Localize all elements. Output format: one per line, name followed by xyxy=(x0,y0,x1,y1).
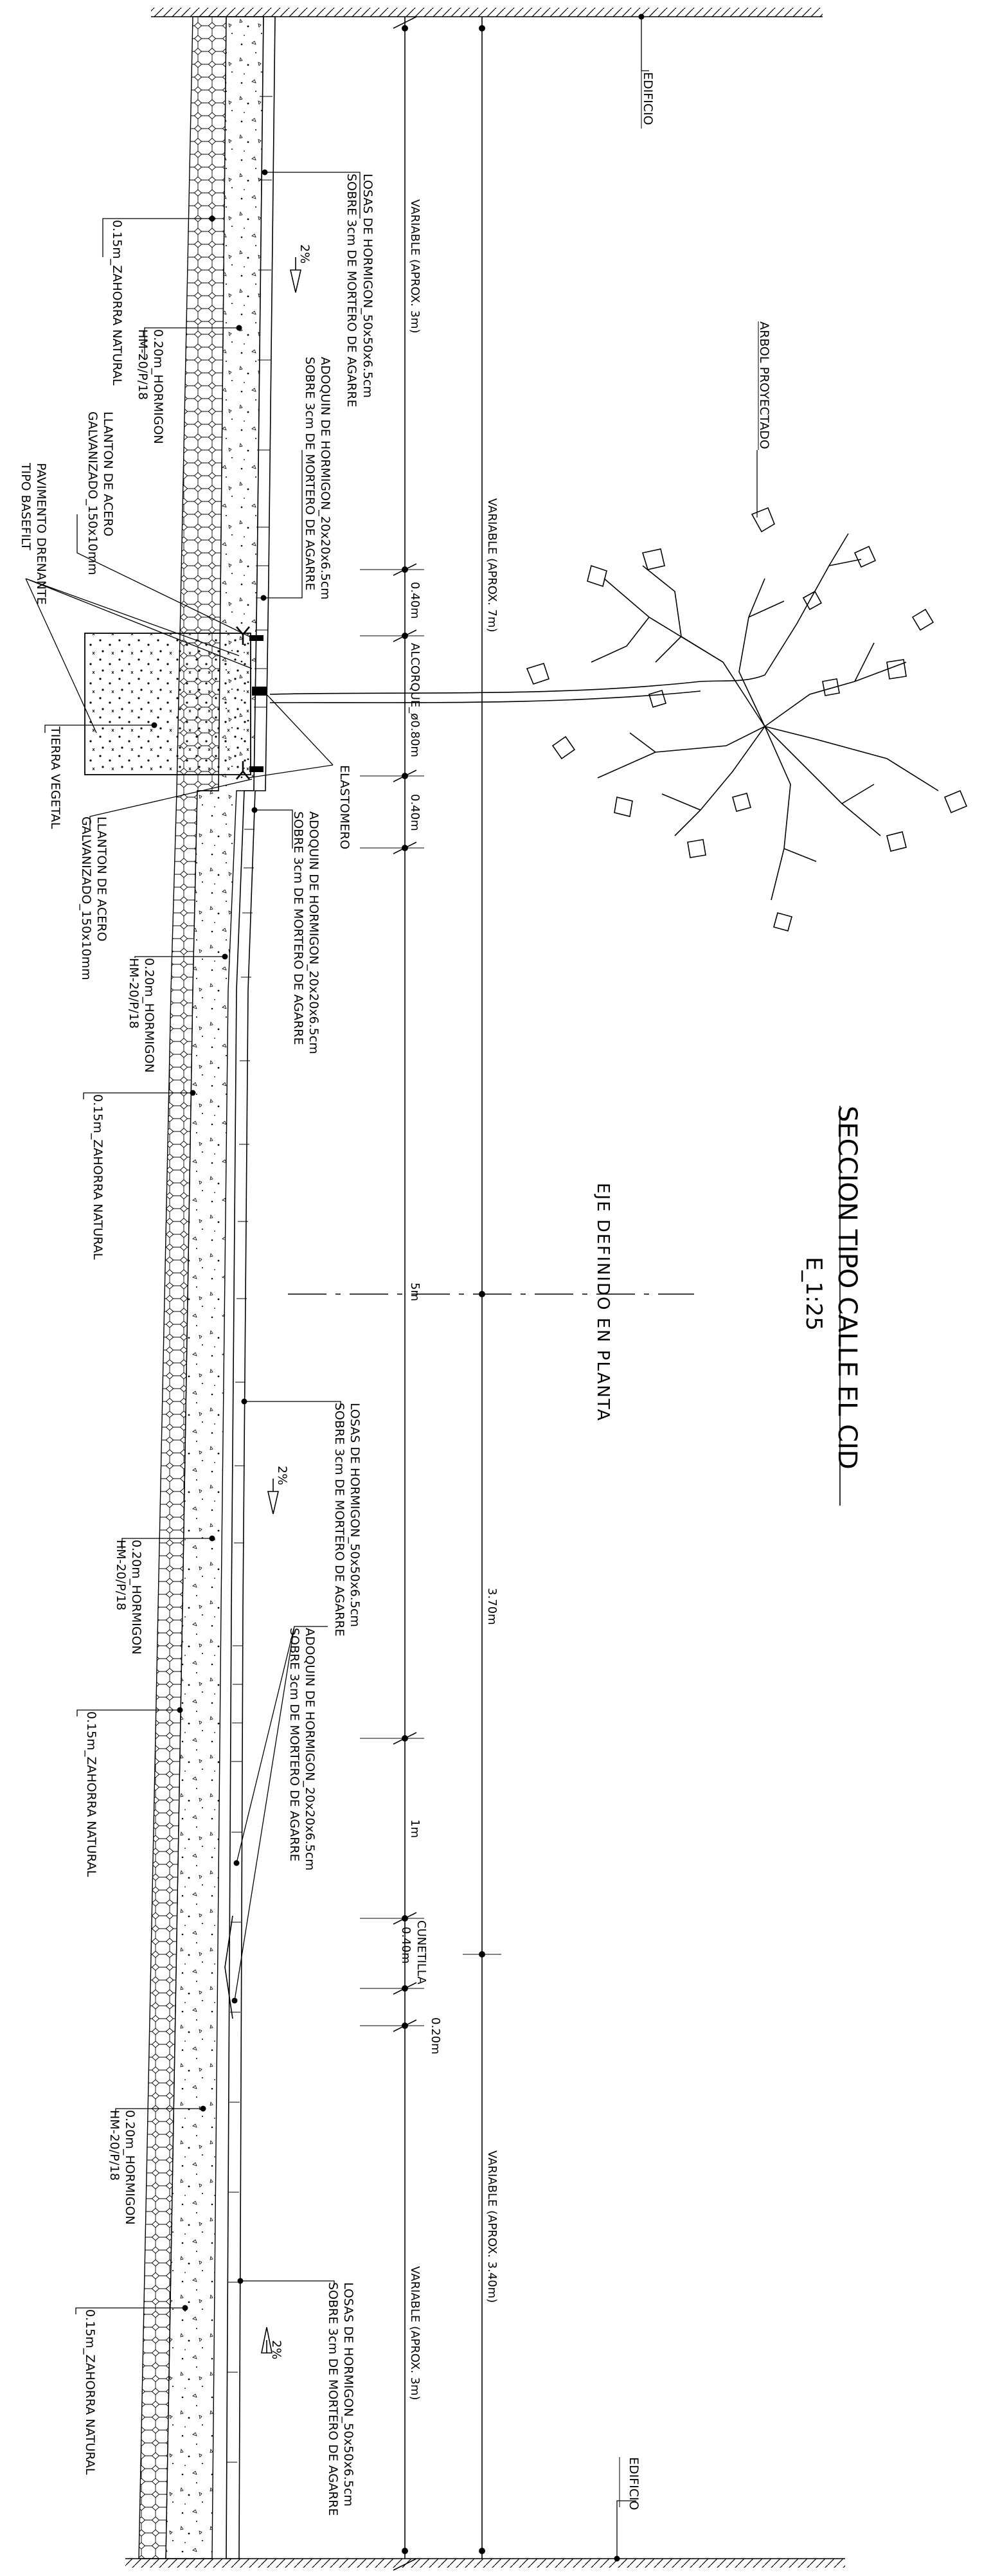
building-line-top xyxy=(151,8,823,17)
dim-variable-3m-bottom: VARIABLE (APROX. 3m) xyxy=(408,2266,422,2400)
leader-dots xyxy=(151,14,645,2562)
losas-label-1: LOSAS DE HORMIGON_50x50x6.5cm xyxy=(361,174,375,398)
llanton-label-2: GALVANIZADO_150x10mm xyxy=(85,411,100,575)
dim-variable-7m: VARIABLE (APROX. 7m) xyxy=(485,498,499,633)
losas-label-1: LOSAS DE HORMIGON_50x50x6.5cm xyxy=(348,1403,362,1627)
paving-finish-layer xyxy=(226,16,276,2559)
arbol-label: ARBOL PROYECTADO xyxy=(757,321,771,449)
slope-arrow-2: 2% xyxy=(267,1466,289,1515)
losas-label-1: LOSAS DE HORMIGON_50x50x6.5cm xyxy=(341,2282,355,2507)
slope-arrow-1: 2% xyxy=(289,244,312,293)
adoquin-label-1: ADOQUIN DE HORMIGON_20x20x6.5cm xyxy=(318,357,332,600)
edificio-label-top: EDIFICIO xyxy=(641,72,655,125)
slope-label: 2% xyxy=(269,2340,283,2359)
title-block: SECCION TIPO CALLE EL CID E_1:25 EJE DEF… xyxy=(593,1106,862,1506)
adoquin-label-1: ADOQUIN DE HORMIGON_20x20x6.5cm xyxy=(303,1628,317,1871)
elastomero-right xyxy=(236,761,250,780)
llanton-label-1: LLANTON DE ACERO xyxy=(101,411,115,536)
llanton-steel-top xyxy=(249,635,263,641)
slope-arrow-3: 2% xyxy=(261,2327,283,2359)
tree-symbol xyxy=(269,507,968,932)
llanton-steel-bottom xyxy=(249,766,263,772)
adoquin-label-2: SOBRE 3cm DE MORTERO DE AGARRE xyxy=(303,357,317,591)
llanton-label-2: GALVANIZADO_150x10mm xyxy=(79,816,93,980)
hormigon-label-2: HM-20/P/18 xyxy=(114,1540,128,1610)
losas-label-2: SOBRE 3cm DE MORTERO DE AGARRE xyxy=(332,1403,346,1637)
adoquin-label-2: SOBRE 3cm DE MORTERO DE AGARRE xyxy=(291,811,305,1045)
drawing-title: SECCION TIPO CALLE EL CID xyxy=(832,1106,862,1470)
annotations: EDIFICIO ARBOL PROYECTADO LOSAS DE HORMI… xyxy=(19,71,771,2516)
losas-label-2: SOBRE 3cm DE MORTERO DE AGARRE xyxy=(344,174,359,408)
dim-5m: 5m xyxy=(408,1283,422,1301)
dim-cunetilla: CUNETILLA xyxy=(415,1920,428,1985)
elastomero-left xyxy=(236,626,250,645)
slope-label: 2% xyxy=(275,1466,289,1485)
axis-label: EJE DEFINIDO EN PLANTA xyxy=(593,1183,612,1422)
dimension-line-outer xyxy=(463,17,501,2559)
hormigon-label-1: 0.20m_HORMIGON xyxy=(129,1540,143,1655)
zahorra-label: 0.15m_ZAHORRA NATURAL xyxy=(110,220,124,386)
dim-020: 0.20m xyxy=(429,2017,442,2055)
tierra-vegetal-block xyxy=(84,633,251,775)
leader-lines xyxy=(25,17,758,2559)
edificio-label-bottom: EDIFICIO xyxy=(627,2457,641,2510)
hormigon-label-2: HM-20/P/18 xyxy=(127,958,141,1029)
dim-040-b: 0.40m xyxy=(408,794,422,831)
losas-label-2: SOBRE 3cm DE MORTERO DE AGARRE xyxy=(326,2282,340,2516)
adoquin-label-1: ADOQUIN DE HORMIGON_20x20x6.5cm xyxy=(307,811,321,1054)
zahorra-label: 0.15m_ZAHORRA NATURAL xyxy=(91,1094,105,1260)
elastomero-label: ELASTOMERO xyxy=(337,765,352,849)
drawing-scale: E_1:25 xyxy=(801,1257,826,1331)
dim-1m: 1m xyxy=(408,1819,422,1838)
dim-variable-340: VARIABLE (APROX. 3.40m) xyxy=(485,2150,499,2303)
zahorra-label: 0.15m_ZAHORRA NATURAL xyxy=(83,2309,97,2475)
hormigon-label-2: HM-20/P/18 xyxy=(136,329,150,400)
adoquin-label-2: SOBRE 3cm DE MORTERO DE AGARRE xyxy=(287,1628,301,1862)
cunetilla-channel xyxy=(224,1915,233,2019)
dim-alcorque: ALCORQUE_ø0.80m xyxy=(408,643,422,757)
hormigon-label-1: 0.20m_HORMIGON xyxy=(151,329,165,444)
dim-040-c: 0.40m xyxy=(399,1927,413,1964)
hormigon-label-1: 0.20m_HORMIGON xyxy=(142,958,156,1073)
dim-370: 3.70m xyxy=(485,1588,499,1625)
dim-variable-3m-top: VARIABLE (APROX. 3m) xyxy=(408,199,422,334)
pavimento-label-1: PAVIMENTO DRENANTE xyxy=(34,463,48,605)
dimension-line-inner xyxy=(360,16,424,2571)
elastomero-joint xyxy=(252,687,267,696)
tile-joints xyxy=(227,96,272,2463)
dimension-texts: VARIABLE (APROX. 3m) 0.40m ALCORQUE_ø0.8… xyxy=(399,199,499,2400)
pavimento-label-2: TIPO BASEFILT xyxy=(19,462,33,550)
slope-label: 2% xyxy=(298,244,312,264)
llanton-label-1: LLANTON DE ACERO xyxy=(94,816,109,941)
hormigon-label-1: 0.20m_HORMIGON xyxy=(123,2110,137,2225)
zahorra-label: 0.15m_ZAHORRA NATURAL xyxy=(84,1711,98,1877)
tierra-label: TIERRA VEGETAL xyxy=(48,726,62,829)
hormigon-label-2: HM-20/P/18 xyxy=(107,2110,121,2181)
building-line-bottom xyxy=(125,2558,845,2568)
dim-040-a: 0.40m xyxy=(408,582,422,619)
